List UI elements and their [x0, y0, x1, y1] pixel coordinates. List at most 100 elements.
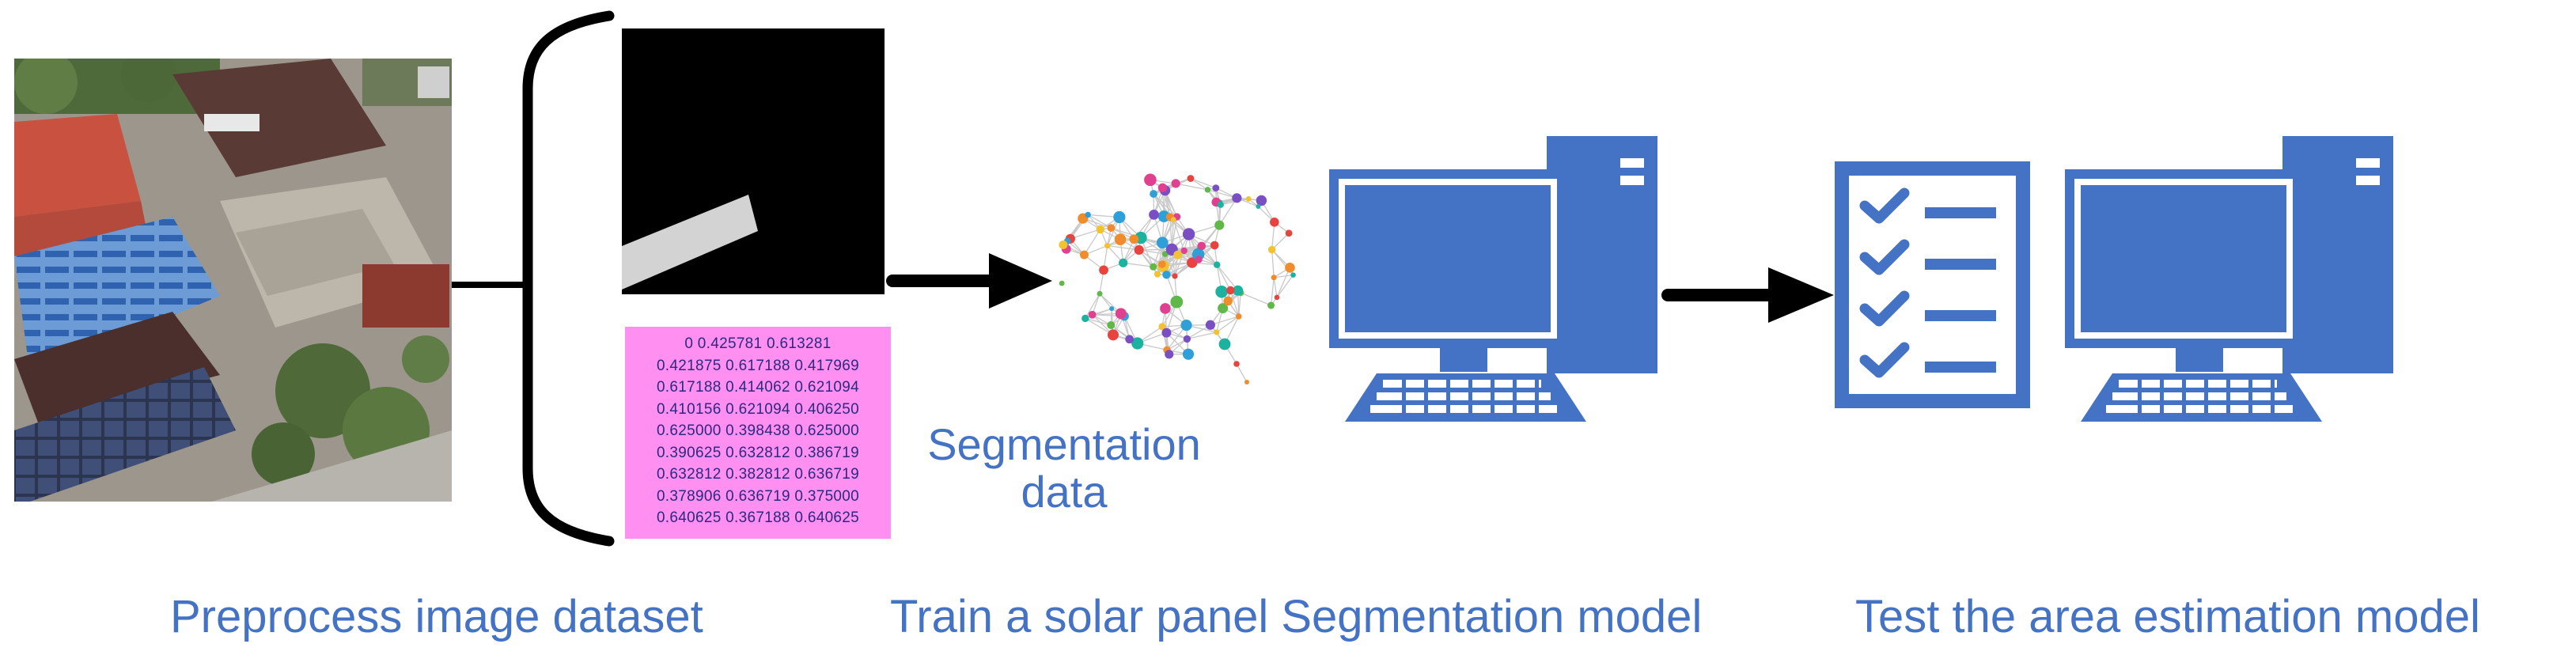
network-node	[1082, 314, 1089, 323]
network-node	[1160, 303, 1171, 314]
network-node	[1156, 237, 1169, 249]
network-node	[1144, 173, 1157, 187]
network-node	[1214, 220, 1225, 230]
network-node	[1212, 184, 1220, 192]
network-node	[1232, 193, 1242, 203]
connector-line	[452, 282, 531, 288]
label-line: 0.410156 0.621094 0.406250	[656, 400, 860, 418]
network-node	[1150, 263, 1157, 271]
network-node	[1256, 204, 1261, 210]
network-node	[1165, 350, 1174, 359]
network-node	[1172, 273, 1178, 279]
network-node	[1150, 190, 1157, 198]
network-node	[1158, 323, 1166, 331]
network-node	[1097, 290, 1103, 297]
network-node	[1180, 247, 1188, 255]
checklist-icon	[1835, 161, 2030, 408]
network-node	[1270, 218, 1279, 227]
network-node	[1274, 294, 1280, 301]
network-node	[1182, 348, 1195, 360]
segmentation-data-label: Segmentation data	[882, 421, 1246, 516]
network-node	[1099, 265, 1108, 275]
computer-icon	[2065, 136, 2393, 422]
network-node	[1149, 209, 1159, 220]
network-node	[1204, 187, 1211, 193]
label-line: 0 0.425781 0.613281	[684, 335, 832, 352]
step-test-caption: Test the area estimation model	[1855, 591, 2480, 642]
network-node	[1197, 241, 1207, 251]
network-node	[1107, 224, 1116, 232]
network-node	[1109, 306, 1115, 312]
network-node	[1173, 250, 1183, 259]
network-node	[1218, 303, 1229, 314]
aerial-image	[14, 59, 452, 502]
network-node	[1244, 380, 1249, 384]
network-node	[1233, 361, 1240, 367]
network-node	[1104, 242, 1111, 249]
network-node	[1125, 335, 1135, 344]
network-node	[1131, 337, 1144, 350]
network-node	[1134, 244, 1144, 256]
network-node	[1107, 329, 1119, 341]
network-node	[1113, 210, 1126, 224]
label-line: 0.390625 0.632812 0.386719	[656, 444, 860, 461]
network-node	[1158, 260, 1166, 268]
bracket	[522, 10, 615, 547]
arrow-right-icon	[1661, 267, 1834, 323]
network-node	[1154, 271, 1161, 278]
network-node	[1245, 196, 1252, 202]
label-line: 0.625000 0.398438 0.625000	[656, 422, 860, 439]
network-node	[1256, 195, 1267, 206]
segmentation-mask	[622, 28, 885, 294]
network-node	[1161, 328, 1172, 338]
label-line: 0.640625 0.367188 0.640625	[656, 509, 860, 526]
network-node	[1085, 211, 1091, 218]
network-node	[1157, 183, 1168, 193]
network-node	[1059, 240, 1068, 249]
network-node	[1267, 301, 1275, 309]
segmentation-label-line1: Segmentation	[927, 419, 1201, 469]
label-values-box: 0 0.425781 0.613281 0.421875 0.617188 0.…	[625, 327, 891, 539]
label-line: 0.632812 0.382812 0.636719	[656, 466, 860, 483]
network-node	[1096, 225, 1104, 234]
network-node	[1171, 179, 1180, 188]
network-node	[1107, 321, 1116, 330]
network-node	[1187, 175, 1195, 182]
network-node	[1079, 250, 1089, 259]
network-node	[1223, 296, 1233, 306]
network-node	[1285, 263, 1295, 273]
network-node	[1170, 295, 1184, 309]
network-node	[1183, 335, 1191, 343]
network-node	[1235, 313, 1242, 320]
network-node	[1205, 320, 1215, 330]
network-node	[1290, 272, 1296, 278]
network-node	[1119, 258, 1128, 267]
network-node	[1162, 271, 1171, 279]
network-node	[1226, 286, 1235, 295]
network-node	[1214, 329, 1220, 335]
network-node	[1214, 261, 1221, 268]
network-node	[1285, 229, 1293, 237]
label-line: 0.421875 0.617188 0.417969	[656, 357, 860, 374]
network-node	[1267, 245, 1276, 254]
network-node	[1059, 280, 1065, 286]
step-train-caption: Train a solar panel Segmentation model	[890, 591, 1703, 642]
network-node	[1187, 257, 1198, 268]
network-node	[1218, 338, 1231, 350]
network-node	[1210, 240, 1219, 250]
network-node	[1217, 201, 1224, 208]
network-node	[1195, 256, 1203, 263]
network-node	[1271, 275, 1277, 281]
computer-icon	[1329, 136, 1657, 422]
network-node	[1215, 285, 1228, 298]
network-node	[1115, 308, 1127, 320]
segmentation-label-line2: data	[1021, 467, 1108, 517]
network-node	[1088, 310, 1097, 319]
network-node	[1233, 285, 1244, 296]
label-line: 0.617188 0.414062 0.621094	[656, 379, 860, 396]
arrow-right-icon	[886, 253, 1052, 309]
network-node	[1114, 233, 1127, 245]
label-line: 0.378906 0.636719 0.375000	[656, 487, 860, 505]
step-preprocess-caption: Preprocess image dataset	[170, 591, 703, 642]
network-node	[1180, 319, 1192, 331]
